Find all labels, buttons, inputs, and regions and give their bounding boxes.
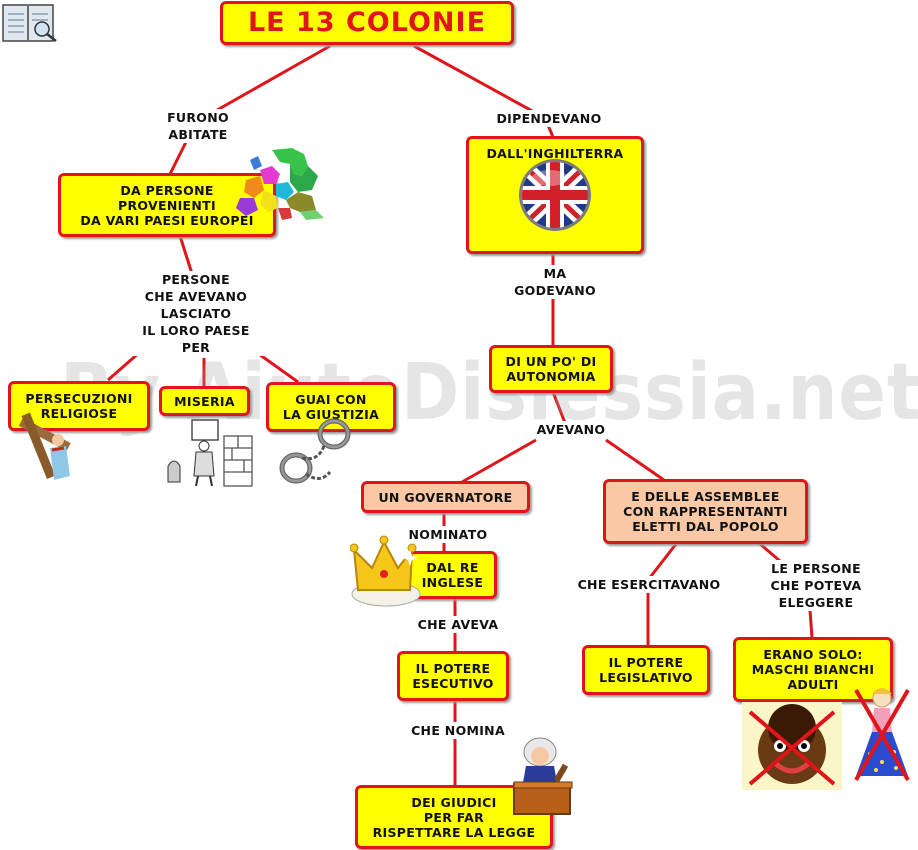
label-le-persone: LE PERSONE CHE POTEVA ELEGGERE — [752, 560, 880, 611]
page-title: LE 13 COLONIE — [220, 1, 514, 45]
label-avevano: AVEVANO — [523, 421, 619, 438]
node-inghilterra: DALL'INGHILTERRA — [466, 136, 644, 254]
label-nominato: NOMINATO — [397, 526, 499, 543]
node-autonomia: DI UN PO' DI AUTONOMIA — [489, 345, 613, 393]
node-potere-legislativo: IL POTERE LEGISLATIVO — [582, 645, 710, 695]
node-giudici: DEI GIUDICI PER FAR RISPETTARE LA LEGGE — [355, 785, 553, 849]
beggar-icon — [167, 419, 253, 487]
judge-icon — [513, 737, 573, 815]
crossed-boy-icon — [742, 702, 842, 790]
label-persone-lasciato: PERSONE CHE AVEVANO LASCIATO IL LORO PAE… — [128, 271, 264, 356]
node-miseria: MISERIA — [159, 386, 250, 416]
europe-map-icon — [236, 148, 324, 220]
crossed-woman-icon — [854, 688, 910, 782]
label-che-esercitavano: CHE ESERCITAVANO — [561, 576, 737, 593]
handcuffs-icon — [279, 418, 351, 484]
node-assemblee: E DELLE ASSEMBLEE CON RAPPRESENTANTI ELE… — [603, 479, 808, 544]
node-potere-esecutivo: IL POTERE ESECUTIVO — [397, 651, 509, 701]
node-re-inglese: DAL RE INGLESE — [408, 551, 497, 599]
book-icon — [2, 4, 57, 42]
label-dipendevano: DIPENDEVANO — [482, 110, 616, 127]
node-maschi-bianchi: ERANO SOLO: MASCHI BIANCHI ADULTI — [733, 637, 893, 702]
cross-icon — [18, 412, 71, 480]
uk-flag-icon — [519, 159, 591, 231]
label-ma-godevano: MA GODEVANO — [500, 265, 610, 299]
label-furono-abitate: FURONO ABITATE — [155, 109, 241, 143]
label-che-nomina: CHE NOMINA — [398, 722, 518, 739]
crown-icon — [350, 535, 421, 607]
label-che-aveva: CHE AVEVA — [405, 616, 511, 633]
node-governatore: UN GOVERNATORE — [361, 481, 530, 513]
